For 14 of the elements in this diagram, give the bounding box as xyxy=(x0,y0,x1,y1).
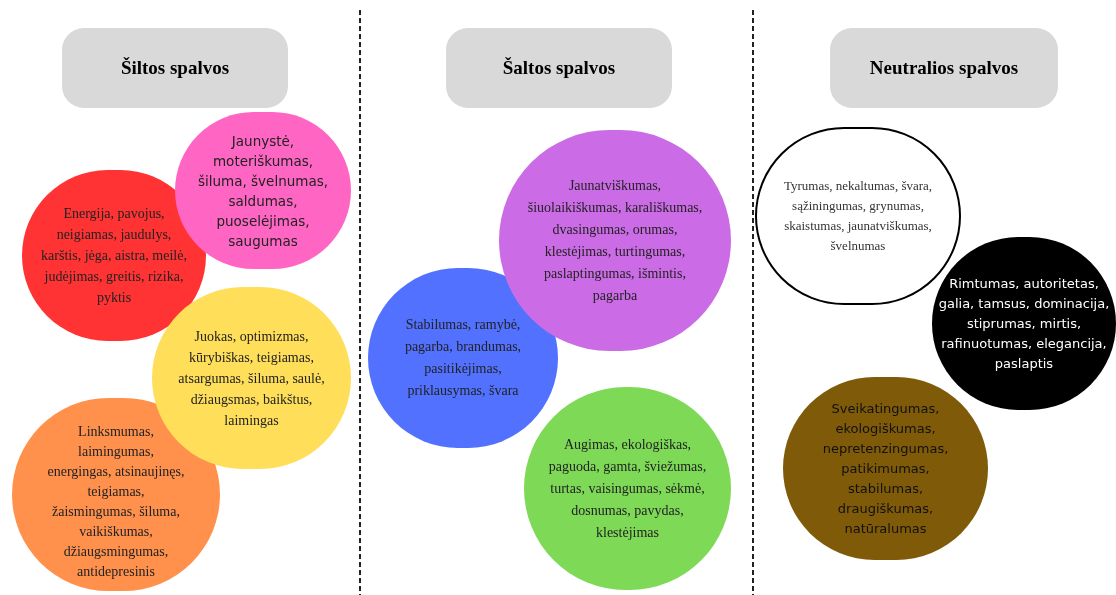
association-text: Tyrumas, nekaltumas, švara, sąžiningumas, grynumas, skaistumas, jaunatviškumas, švelnumas xyxy=(783,177,933,255)
association-text: Augimas, ekologiškas, paguoda, gamta, šviežumas, turtas, vaisingumas, sėkmė, dosnumas, pavydas, klestėjimas xyxy=(548,435,707,542)
category-title: Neutralios spalvos xyxy=(868,55,1020,80)
association-text: Energija, pavojus, neigiamas, jaudulys, karštis, jėga, aistra, meilė, judėjimas, greitis, rizika, pyktis xyxy=(40,205,188,307)
header-box xyxy=(62,28,288,108)
category-title: Šiltos spalvos xyxy=(119,55,231,80)
category-title: Šaltos spalvos xyxy=(501,55,617,80)
association-text: Sveikatingumas, ekologiškumas, nepretenzingumas, patikimumas, stabilumas, draugiškumas, natūralumas xyxy=(821,399,950,538)
association-text: Jaunystė, moteriškumas, šiluma, švelnumas, saldumas, puoselėjimas, saugumas xyxy=(196,131,329,251)
association-text: Jaunatviškumas, šiuolaikiškumas, karališkumas, dvasingumas, orumas, klestėjimas, turtingumas, paslaptingumas, išmintis, pagarba xyxy=(526,176,704,305)
header-box xyxy=(830,28,1058,108)
association-text: Rimtumas, autoritetas, galia, tamsus, dominacija, stiprumas, mirtis, rafinuotumas, elegancija, paslaptis xyxy=(938,274,1110,373)
association-text: Stabilumas, ramybė, pagarba, brandumas, pasitikėjimas, priklausymas, švara xyxy=(403,316,523,400)
header-box xyxy=(446,28,672,108)
